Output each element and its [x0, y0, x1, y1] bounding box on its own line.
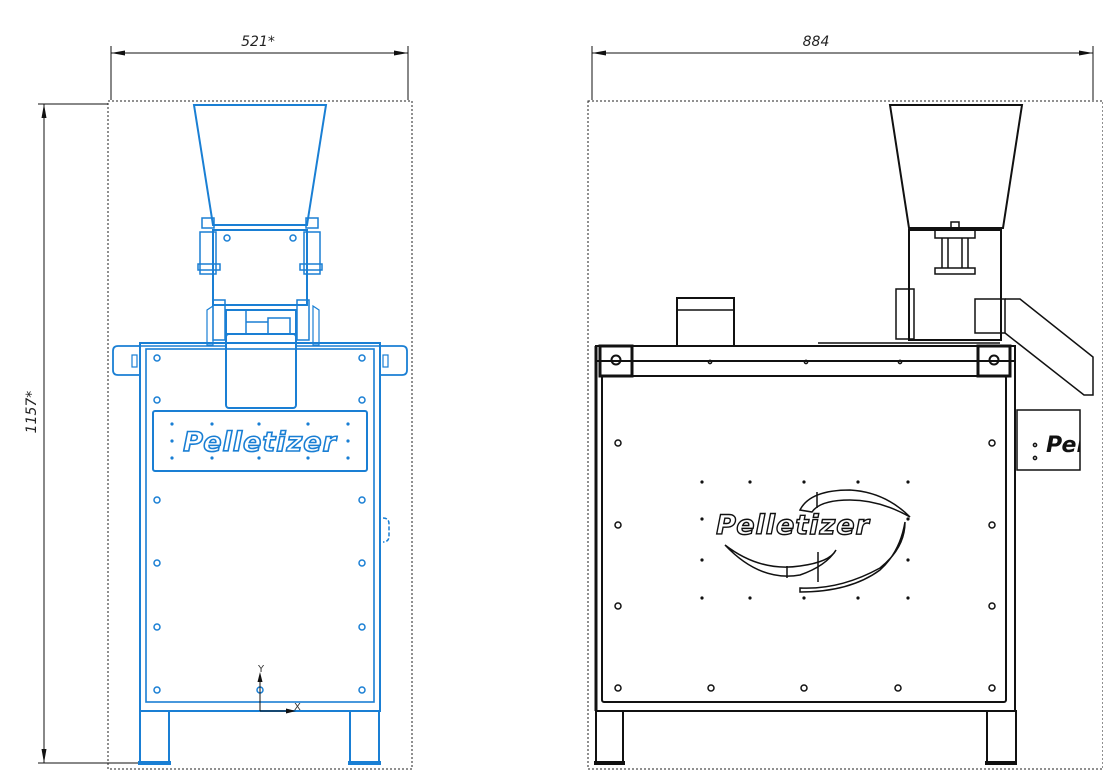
outlet-chute: [1004, 298, 1094, 396]
side-left-leg: [595, 710, 624, 764]
side-plate-text: Pel: [1046, 433, 1084, 458]
front-view-bounding-box: [107, 100, 413, 770]
motor-box: [676, 297, 735, 347]
side-handle: [382, 517, 390, 543]
nameplate-logo-text: Pelletizer: [183, 427, 337, 458]
machine-body: [139, 342, 381, 712]
right-clamp: [303, 231, 321, 275]
front-height-dimension: 1157*: [24, 103, 140, 764]
side-housing: [908, 229, 1002, 341]
side-view: 884: [587, 34, 1103, 770]
axis-y-label: Y: [257, 664, 265, 675]
side-panel: [601, 375, 1007, 703]
nameplate: [152, 410, 368, 472]
left-leg: [139, 710, 170, 764]
upper-housing: [212, 229, 308, 306]
left-clamp: [199, 231, 217, 275]
side-right-leg: [986, 710, 1017, 764]
logo-rivets: [700, 480, 910, 600]
side-panel-holes: [614, 359, 1038, 692]
chute: [225, 333, 297, 409]
side-view-bounding-box: [587, 100, 1103, 770]
outlet-block: [974, 298, 1006, 334]
nameplate-rivets: [170, 422, 350, 460]
side-hopper: [888, 104, 1024, 229]
front-panel: [145, 348, 375, 703]
side-logo-text: Pelletizer: [716, 510, 870, 541]
side-width-label: 884: [803, 34, 830, 50]
front-width-dimension: 521*: [110, 34, 409, 100]
hopper: [192, 104, 328, 226]
coordinate-axis: Y X: [257, 664, 301, 714]
swoosh-logo: [724, 489, 911, 593]
side-nameplate: [1016, 409, 1081, 471]
right-tab: [380, 345, 408, 376]
axis-x-label: X: [294, 702, 301, 713]
side-bracket: [895, 288, 915, 340]
side-width-dimension: 884: [591, 34, 1094, 100]
front-view: 521* 1157*: [24, 34, 413, 770]
left-tab: [112, 345, 140, 376]
front-width-label: 521*: [241, 34, 275, 50]
front-height-label: 1157*: [24, 391, 40, 434]
right-leg: [349, 710, 380, 764]
